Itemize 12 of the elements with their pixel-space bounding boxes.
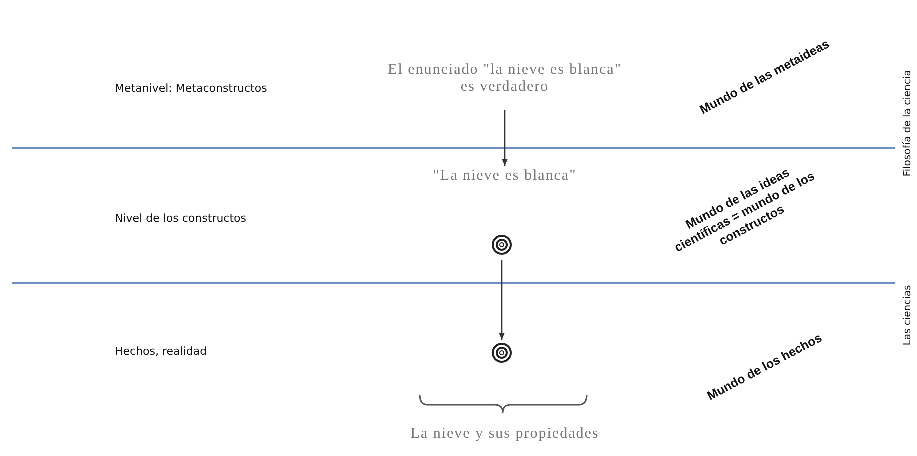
statement-text: "La nieve es blanca": [390, 168, 620, 190]
arrow: [499, 260, 505, 340]
vertical-label: Filosofía de la ciencia: [902, 69, 914, 179]
arrow: [502, 110, 508, 166]
level-label: Nivel de los constructos: [115, 212, 248, 225]
vertical-label: Las ciencias: [902, 284, 914, 348]
statement-text: El enunciado "la nieve es blanca" es verdadero: [380, 62, 630, 106]
concentric-circle-icon: [491, 342, 513, 364]
level-label: Metanivel: Metaconstructos: [115, 82, 268, 95]
level-label: Hechos, realidad: [115, 345, 208, 358]
concentric-circle-icon: [491, 234, 513, 256]
statement-text: La nieve y sus propiedades: [380, 426, 630, 448]
